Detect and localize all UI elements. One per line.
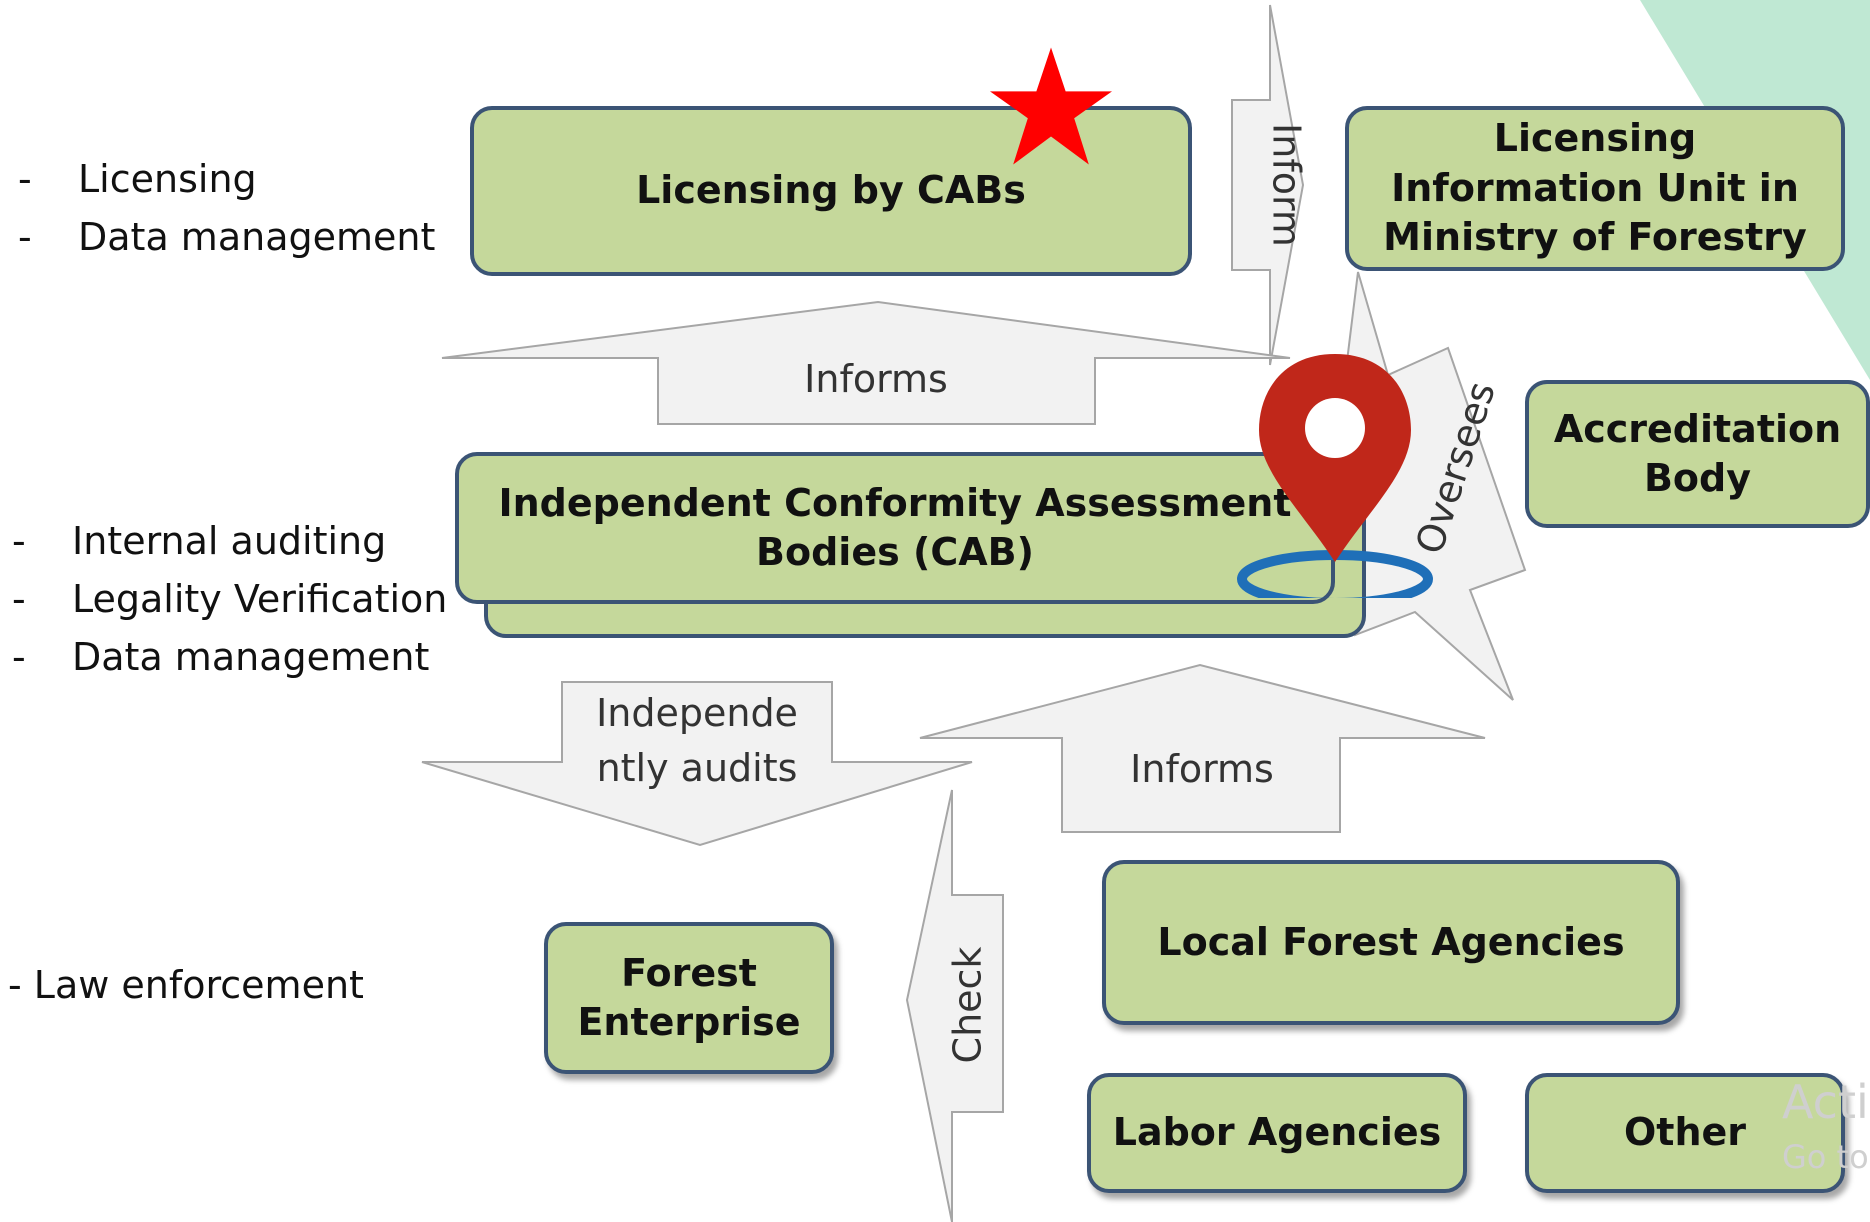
forest-enterprise-box: Forest Enterprise <box>544 922 834 1074</box>
informs-bottom-label: Informs <box>1130 747 1274 791</box>
labor-agencies-box: Labor Agencies <box>1087 1073 1467 1193</box>
check-arrow <box>905 789 1004 1222</box>
independently-audits-arrow <box>421 681 973 847</box>
accreditation-body-box: Accreditation Body <box>1525 380 1870 528</box>
informs-bottom-arrow <box>919 663 1486 833</box>
watermark-line2: Go to <box>1782 1138 1869 1176</box>
note-item: -Legality Verification <box>12 577 448 621</box>
local-forest-agencies-box: Local Forest Agencies <box>1102 860 1680 1025</box>
note-item: -Licensing <box>18 157 257 201</box>
independently-audits-label: Independe ntly audits <box>596 691 798 791</box>
map-pin-icon <box>1237 354 1433 598</box>
note-item: -Internal auditing <box>12 519 387 563</box>
licensing-information-unit-box: Licensing Information Unit in Ministry o… <box>1345 106 1845 271</box>
informs-top-arrow <box>441 300 1291 425</box>
watermark-line1: Activ <box>1782 1075 1870 1129</box>
notes-group-auditing: -Internal auditing -Legality Verificatio… <box>12 512 447 686</box>
star-icon <box>990 47 1112 165</box>
note-law-enforcement: - Law enforcement <box>8 963 364 1007</box>
other-box: Other <box>1525 1073 1845 1193</box>
inform-label: Inform <box>1264 123 1309 247</box>
inform-arrow <box>1231 4 1305 366</box>
check-label: Check <box>945 946 990 1064</box>
note-item: -Data management <box>18 215 436 259</box>
informs-top-label: Informs <box>804 357 948 401</box>
note-item: -Data management <box>12 635 430 679</box>
cab-box: Independent Conformity Assessment Bodies… <box>455 452 1335 604</box>
notes-group-licensing: -Licensing -Data management <box>18 150 435 266</box>
